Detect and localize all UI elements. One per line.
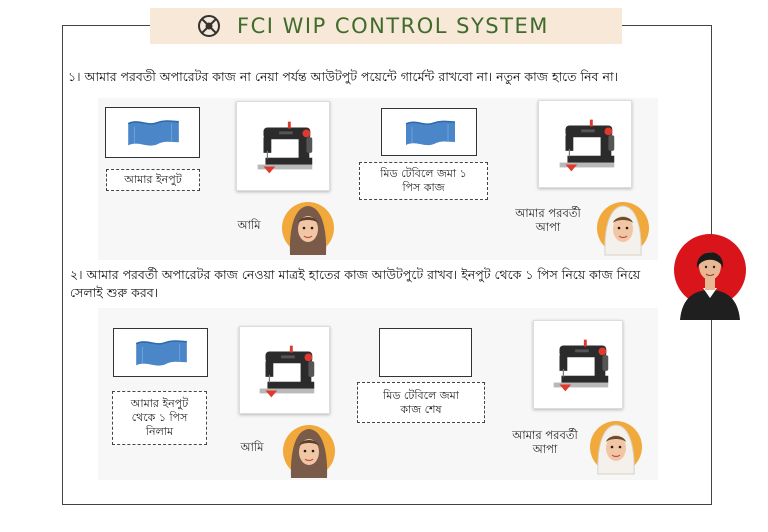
input-fabric-box [105,107,200,158]
me-avatar-icon [281,199,335,257]
mid-table-label: মিড টেবিলে জমা কাজ শেষ [357,382,485,423]
next-operator-avatar-icon [596,199,650,257]
brand-emblem-icon [198,15,220,37]
input-label: আমার ইনপুট থেকে ১ পিস নিলাম [112,391,207,445]
presenter-avatar-icon [674,234,746,320]
sewing-machine-icon [539,326,619,404]
fabric-icon [122,114,184,152]
my-sewing-machine-card [239,326,330,414]
rule-1-text: ১। আমার পরবতী অপারেটর কাজ না নেয়া পর্যন… [68,69,619,84]
next-operator-label: আমার পরবর্তী আপা [515,206,581,234]
sewing-machine-icon [545,106,625,184]
next-operator-avatar-icon [589,418,643,476]
sewing-machine-icon [245,332,325,410]
me-avatar-icon [282,422,336,480]
next-sewing-machine-card [538,100,632,188]
my-sewing-machine-card [236,101,330,191]
input-label: আমার ইনপুট [106,169,200,191]
rule-2-text: ২। আমার পরবর্তী অপারেটর কাজ নেওয়া মাত্র… [70,267,641,300]
input-fabric-box [113,328,208,377]
me-label: আমি [240,440,264,454]
mid-table-label: মিড টেবিলে জমা ১ পিস কাজ [359,162,488,200]
fabric-icon [400,115,460,151]
fabric-icon [130,335,192,371]
mid-table-empty-box [379,328,472,377]
next-operator-label: আমার পরবর্তী আপা [512,428,578,456]
sewing-machine-icon [243,108,323,186]
next-sewing-machine-card [533,320,623,409]
mid-table-fabric-box [381,108,477,156]
page-title: FCI WIP CONTROL SYSTEM [237,14,549,38]
title-banner [150,8,622,44]
me-label: আমি [237,218,261,232]
